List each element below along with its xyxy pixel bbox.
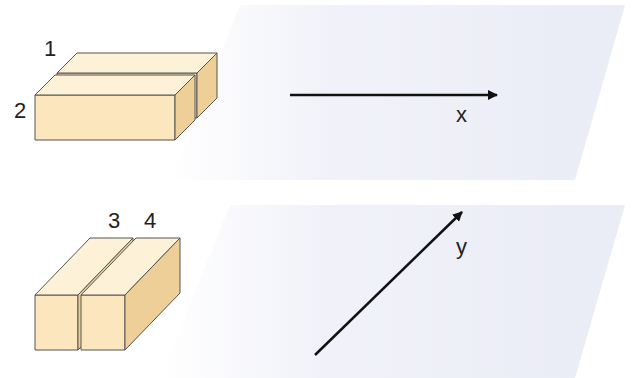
y-axis-arrow xyxy=(315,212,462,355)
axis-label: x xyxy=(456,104,467,126)
block xyxy=(35,75,195,140)
callout-number: 2 xyxy=(14,100,26,122)
callout-number: 3 xyxy=(108,210,120,232)
plane xyxy=(170,5,625,180)
x-axis-arrow xyxy=(290,94,497,97)
block xyxy=(81,238,180,350)
callout-number: 4 xyxy=(144,210,156,232)
axis-label: y xyxy=(456,236,467,258)
callout-number: 1 xyxy=(44,38,56,60)
plane xyxy=(160,205,625,378)
